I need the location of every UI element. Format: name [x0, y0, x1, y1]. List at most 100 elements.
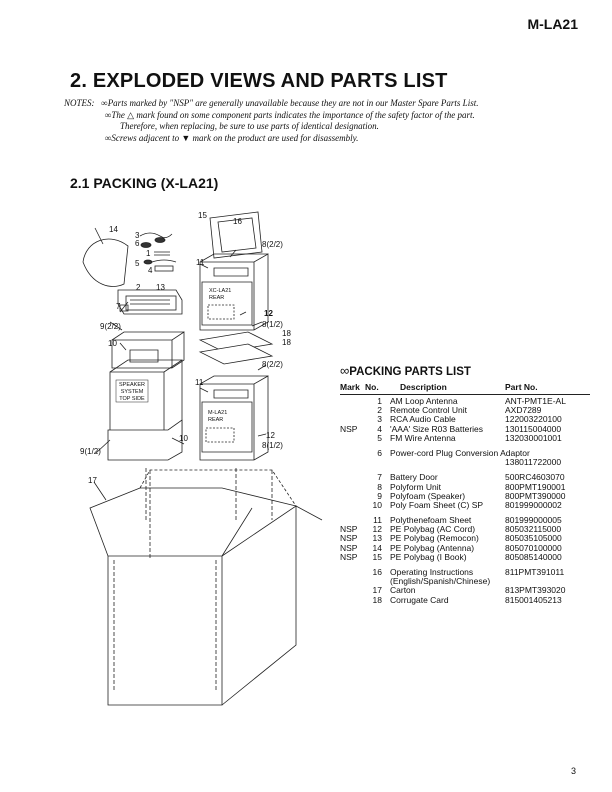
speaker-label-1: SPEAKER [119, 382, 145, 388]
table-row: 17 Carton 813PMT393020 [340, 586, 590, 595]
cell-part-no: 800PMT390000 [505, 490, 566, 501]
cell-no: 2 [377, 405, 382, 416]
callout-11-upper: 11 [196, 258, 205, 267]
table-row: NSP 15 PE Polybag (I Book) 805085140000 [340, 551, 590, 562]
cell-no: 12 [372, 524, 382, 535]
cell-description: PE Polybag (AC Cord) [390, 524, 476, 535]
page-title: 2. EXPLODED VIEWS AND PARTS LIST [70, 70, 448, 92]
cell-part-no: ANT-PMT1E-AL [505, 396, 566, 406]
remote-bag [117, 289, 183, 315]
carton [89, 469, 323, 706]
lower-unit-box [201, 401, 253, 453]
notes-text-3: Therefore, when replacing, be sure to us… [120, 121, 379, 131]
table-row: 8 Polyform Unit 800PMT190001 [340, 481, 590, 492]
cell-description: PE Polybag (I Book) [390, 551, 467, 562]
cell-no: 13 [372, 533, 382, 544]
cell-part-no: 138011722000 [505, 457, 562, 468]
down-triangle-icon: ▼ [181, 132, 191, 143]
cell-no: 14 [372, 542, 382, 553]
cell-no: 17 [372, 585, 382, 596]
cell-part-no: 805085140000 [505, 551, 562, 562]
cell-mark: NSP [340, 423, 358, 434]
callout-15: 15 [198, 211, 207, 220]
cell-description: Battery Door [390, 472, 438, 483]
cell-description: 'AAA' Size R03 Batteries [390, 423, 484, 434]
speaker-foam-upper [111, 331, 185, 369]
cell-part-no: 813PMT393020 [505, 585, 566, 596]
cell-no: 15 [372, 551, 382, 562]
speaker-label-3: TOP SIDE [119, 396, 145, 402]
callout-6: 6 [135, 239, 140, 248]
callout-9-1-2: 9(1/2) [80, 447, 101, 456]
notes-text-4a: Screws adjacent to [111, 132, 180, 143]
cell-part-no: AXD7289 [505, 405, 542, 416]
callout-8-2-2-upper: 8(2/2) [262, 240, 283, 249]
section-title: 2.1 PACKING (X-LA21) [70, 175, 219, 191]
upper-unit-box [201, 281, 253, 326]
callout-5: 5 [135, 259, 140, 268]
callout-4: 4 [148, 266, 153, 275]
callout-18a: 18 [282, 329, 291, 338]
cell-part-no: 800PMT190001 [505, 481, 566, 492]
cell-description: RCA Audio Cable [390, 414, 456, 425]
cell-part-no: 801999000005 [505, 515, 562, 526]
callout-14: 14 [109, 225, 118, 234]
header-no: No. [365, 382, 379, 392]
cell-part-no: 805032115000 [505, 524, 562, 535]
callout-11-lower: 11 [195, 378, 204, 387]
notes-text-2a: The [111, 109, 125, 120]
cell-no: 6 [377, 447, 382, 458]
speaker-label-2: SYSTEM [121, 389, 144, 395]
cell-no: 1 [377, 396, 382, 406]
lower-box-label: M-LA21 [208, 410, 227, 416]
cell-no: 5 [377, 432, 382, 443]
cell-no: 11 [373, 515, 382, 526]
foam-sheet-2 [198, 343, 274, 365]
notes-text-2b: mark found on some component parts indic… [136, 109, 475, 120]
cell-description: PE Polybag (Remocon) [390, 533, 479, 544]
cell-part-no: 801999000002 [505, 499, 562, 510]
callout-8-2-2-lower: 8(2/2) [262, 360, 283, 369]
notes-line-1: NOTES: ∞Parts marked by "NSP" are genera… [64, 98, 478, 110]
cell-mark: NSP [340, 533, 358, 544]
lower-box-rear: REAR [208, 417, 223, 423]
cell-part-no: 122003220100 [505, 414, 562, 425]
notes-block: NOTES: ∞Parts marked by "NSP" are genera… [64, 98, 478, 144]
header-mark: Mark [340, 382, 360, 392]
packing-parts-list-title: ∞PACKING PARTS LIST [340, 363, 471, 378]
cell-part-no: 805070100000 [505, 542, 562, 553]
cell-description-2: (English/Spanish/Chinese) [390, 576, 491, 587]
cell-part-no: 130115004000 [505, 423, 562, 434]
warning-triangle-icon: △ [127, 109, 135, 120]
callout-17: 17 [88, 476, 97, 485]
callout-1: 1 [146, 249, 151, 258]
callout-12-lower: 12 [266, 431, 275, 440]
notes-text-4b: mark on the product are used for disasse… [192, 132, 359, 143]
cell-description: Carton [390, 585, 416, 596]
page-number: 3 [570, 766, 576, 776]
cell-mark: NSP [340, 551, 358, 562]
cell-description: Power-cord Plug Conversion Adaptor [390, 447, 530, 458]
cell-description: Polyform Unit [390, 481, 442, 492]
infinity-icon: ∞ [105, 109, 112, 120]
cell-no: 3 [377, 414, 382, 425]
infinity-icon: ∞ [96, 98, 108, 108]
cell-description: PE Polybag (Antenna) [390, 542, 475, 553]
cell-part-no: 500RC4603070 [505, 472, 565, 483]
callout-8-1-2-upper: 8(1/2) [262, 320, 283, 329]
cell-no: 8 [377, 481, 382, 492]
